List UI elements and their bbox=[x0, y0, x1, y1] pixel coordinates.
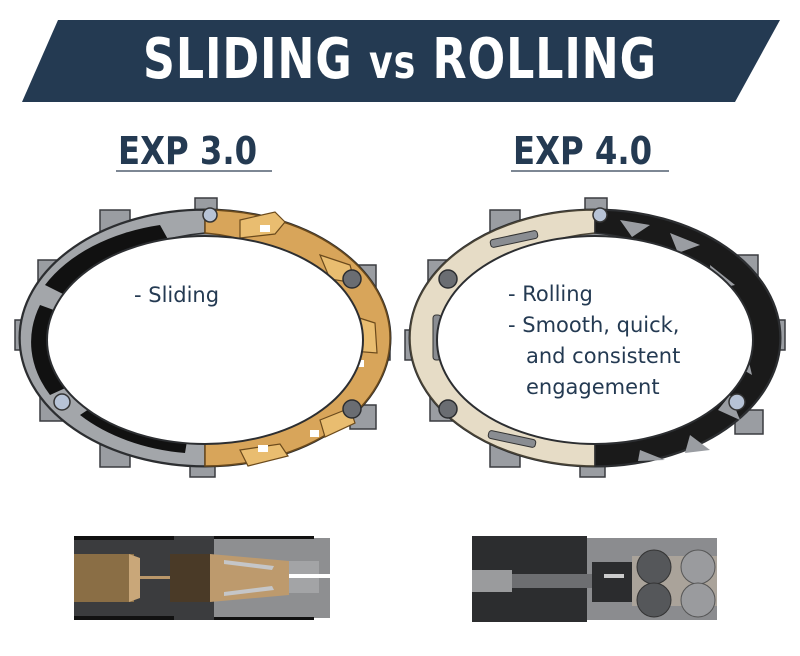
heading-underline-exp40 bbox=[511, 170, 669, 172]
page-title: SLIDING vs ROLLING bbox=[48, 30, 752, 92]
heading-exp40: EXP 4.0 bbox=[513, 129, 653, 173]
note-engagement: engagement bbox=[526, 375, 660, 399]
rolling-bearing-cross-section bbox=[472, 536, 717, 622]
heading-underline-exp30 bbox=[116, 170, 272, 172]
exp40-ratchet-ring-illustration bbox=[404, 197, 786, 478]
title-right: ROLLING bbox=[432, 27, 657, 92]
banner-shape bbox=[22, 20, 780, 102]
note-consistent: and consistent bbox=[526, 344, 681, 368]
note-rolling: - Rolling bbox=[508, 282, 593, 306]
note-sliding: - Sliding bbox=[134, 283, 220, 307]
header-banner: SLIDING vs ROLLING bbox=[0, 0, 800, 110]
exp30-ratchet-ring-illustration bbox=[14, 197, 392, 478]
title-vs: vs bbox=[368, 35, 417, 89]
exp30-notes: - Sliding bbox=[134, 280, 219, 311]
exp40-notes: - Rolling - Smooth, quick, and consisten… bbox=[508, 279, 680, 403]
heading-exp30: EXP 3.0 bbox=[118, 129, 258, 173]
note-smooth-quick: - Smooth, quick, bbox=[508, 313, 680, 337]
sliding-pawl-cross-section bbox=[74, 536, 334, 620]
title-left: SLIDING bbox=[143, 27, 353, 92]
